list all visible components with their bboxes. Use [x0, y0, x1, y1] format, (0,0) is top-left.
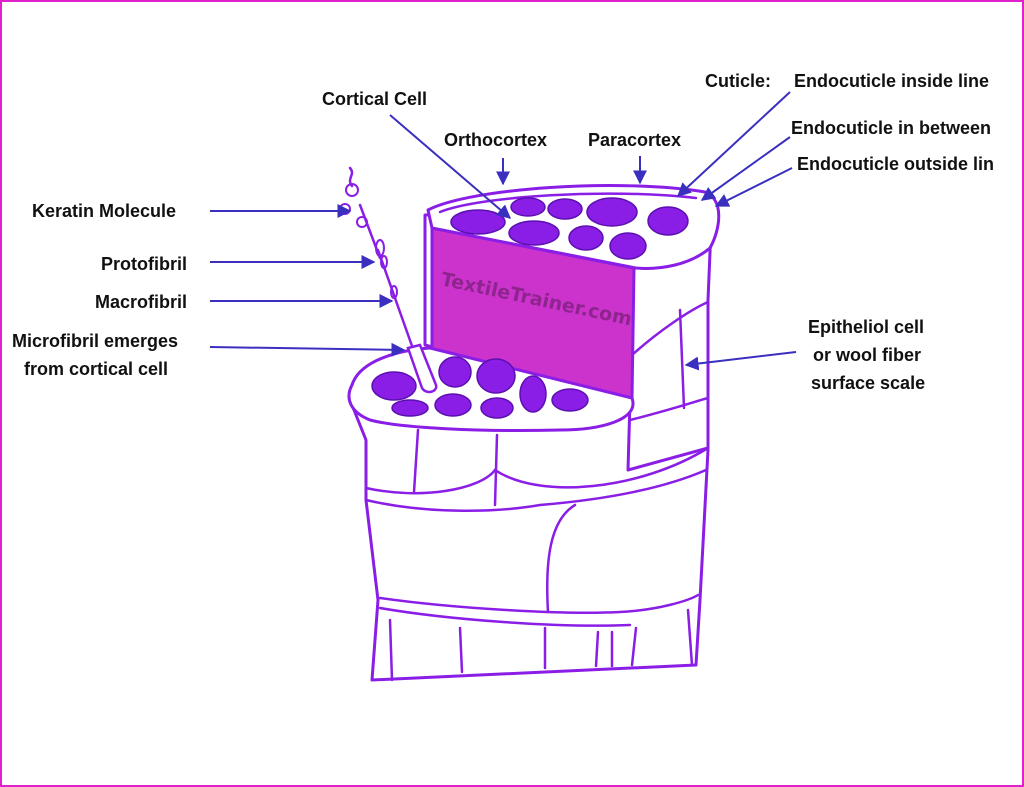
label-epithelial-line3: surface scale — [811, 373, 925, 393]
lower-cortical-cells — [371, 356, 589, 419]
labels: Cortical Cell Orthocortex Paracortex Cut… — [12, 71, 994, 393]
upper-scale-line-1 — [630, 300, 710, 357]
arrow-endocuticle-outside — [714, 167, 793, 207]
label-epithelial-line1: Epitheliol cell — [808, 317, 924, 337]
bottom-line-1 — [388, 618, 394, 682]
scale-band-4 — [378, 606, 632, 627]
scale-seam-2 — [493, 433, 499, 507]
keratin-molecule-coils — [339, 166, 398, 299]
label-cuticle: Cuticle: — [705, 71, 771, 91]
bottom-line-4 — [594, 630, 600, 668]
arrow-epithelial-cell — [684, 351, 797, 371]
arrow-microfibril — [209, 342, 406, 357]
label-endocuticle-outside: Endocuticle outside lin — [797, 154, 994, 174]
label-microfibril-line2: from cortical cell — [24, 359, 168, 379]
arrow-cortical-cell — [389, 114, 512, 219]
scale-band-2 — [364, 468, 708, 512]
label-epithelial-line2: or wool fiber — [813, 345, 921, 365]
label-cortical-cell: Cortical Cell — [322, 89, 427, 109]
scale-band-3 — [378, 593, 700, 614]
label-microfibril-line1: Microfibril emerges — [12, 331, 178, 351]
label-endocuticle-between: Endocuticle in between — [791, 118, 991, 138]
leader-arrows — [209, 91, 797, 371]
label-orthocortex: Orthocortex — [444, 130, 547, 150]
label-macrofibril: Macrofibril — [95, 292, 187, 312]
fiber-body: TextileTrainer.com — [339, 166, 721, 682]
upper-scale-line-2 — [628, 396, 710, 422]
arrow-endocuticle-inside — [676, 91, 791, 197]
arrow-endocuticle-between — [700, 136, 791, 201]
top-cuticle-inner — [438, 192, 698, 214]
bottom-line-6 — [630, 626, 638, 667]
scale-seam-3 — [545, 503, 577, 614]
label-endocuticle-inside: Endocuticle inside line — [794, 71, 989, 91]
microfibril-strand — [406, 343, 438, 394]
label-paracortex: Paracortex — [588, 130, 681, 150]
label-keratin-molecule: Keratin Molecule — [32, 201, 176, 221]
upper-scale-seam — [678, 308, 686, 410]
scale-seam-1 — [412, 428, 420, 494]
scale-band-1 — [364, 446, 710, 495]
top-cortical-cells — [450, 197, 689, 260]
label-protofibril: Protofibril — [101, 254, 187, 274]
bottom-line-2 — [458, 626, 464, 674]
bottom-line-7 — [686, 608, 694, 667]
